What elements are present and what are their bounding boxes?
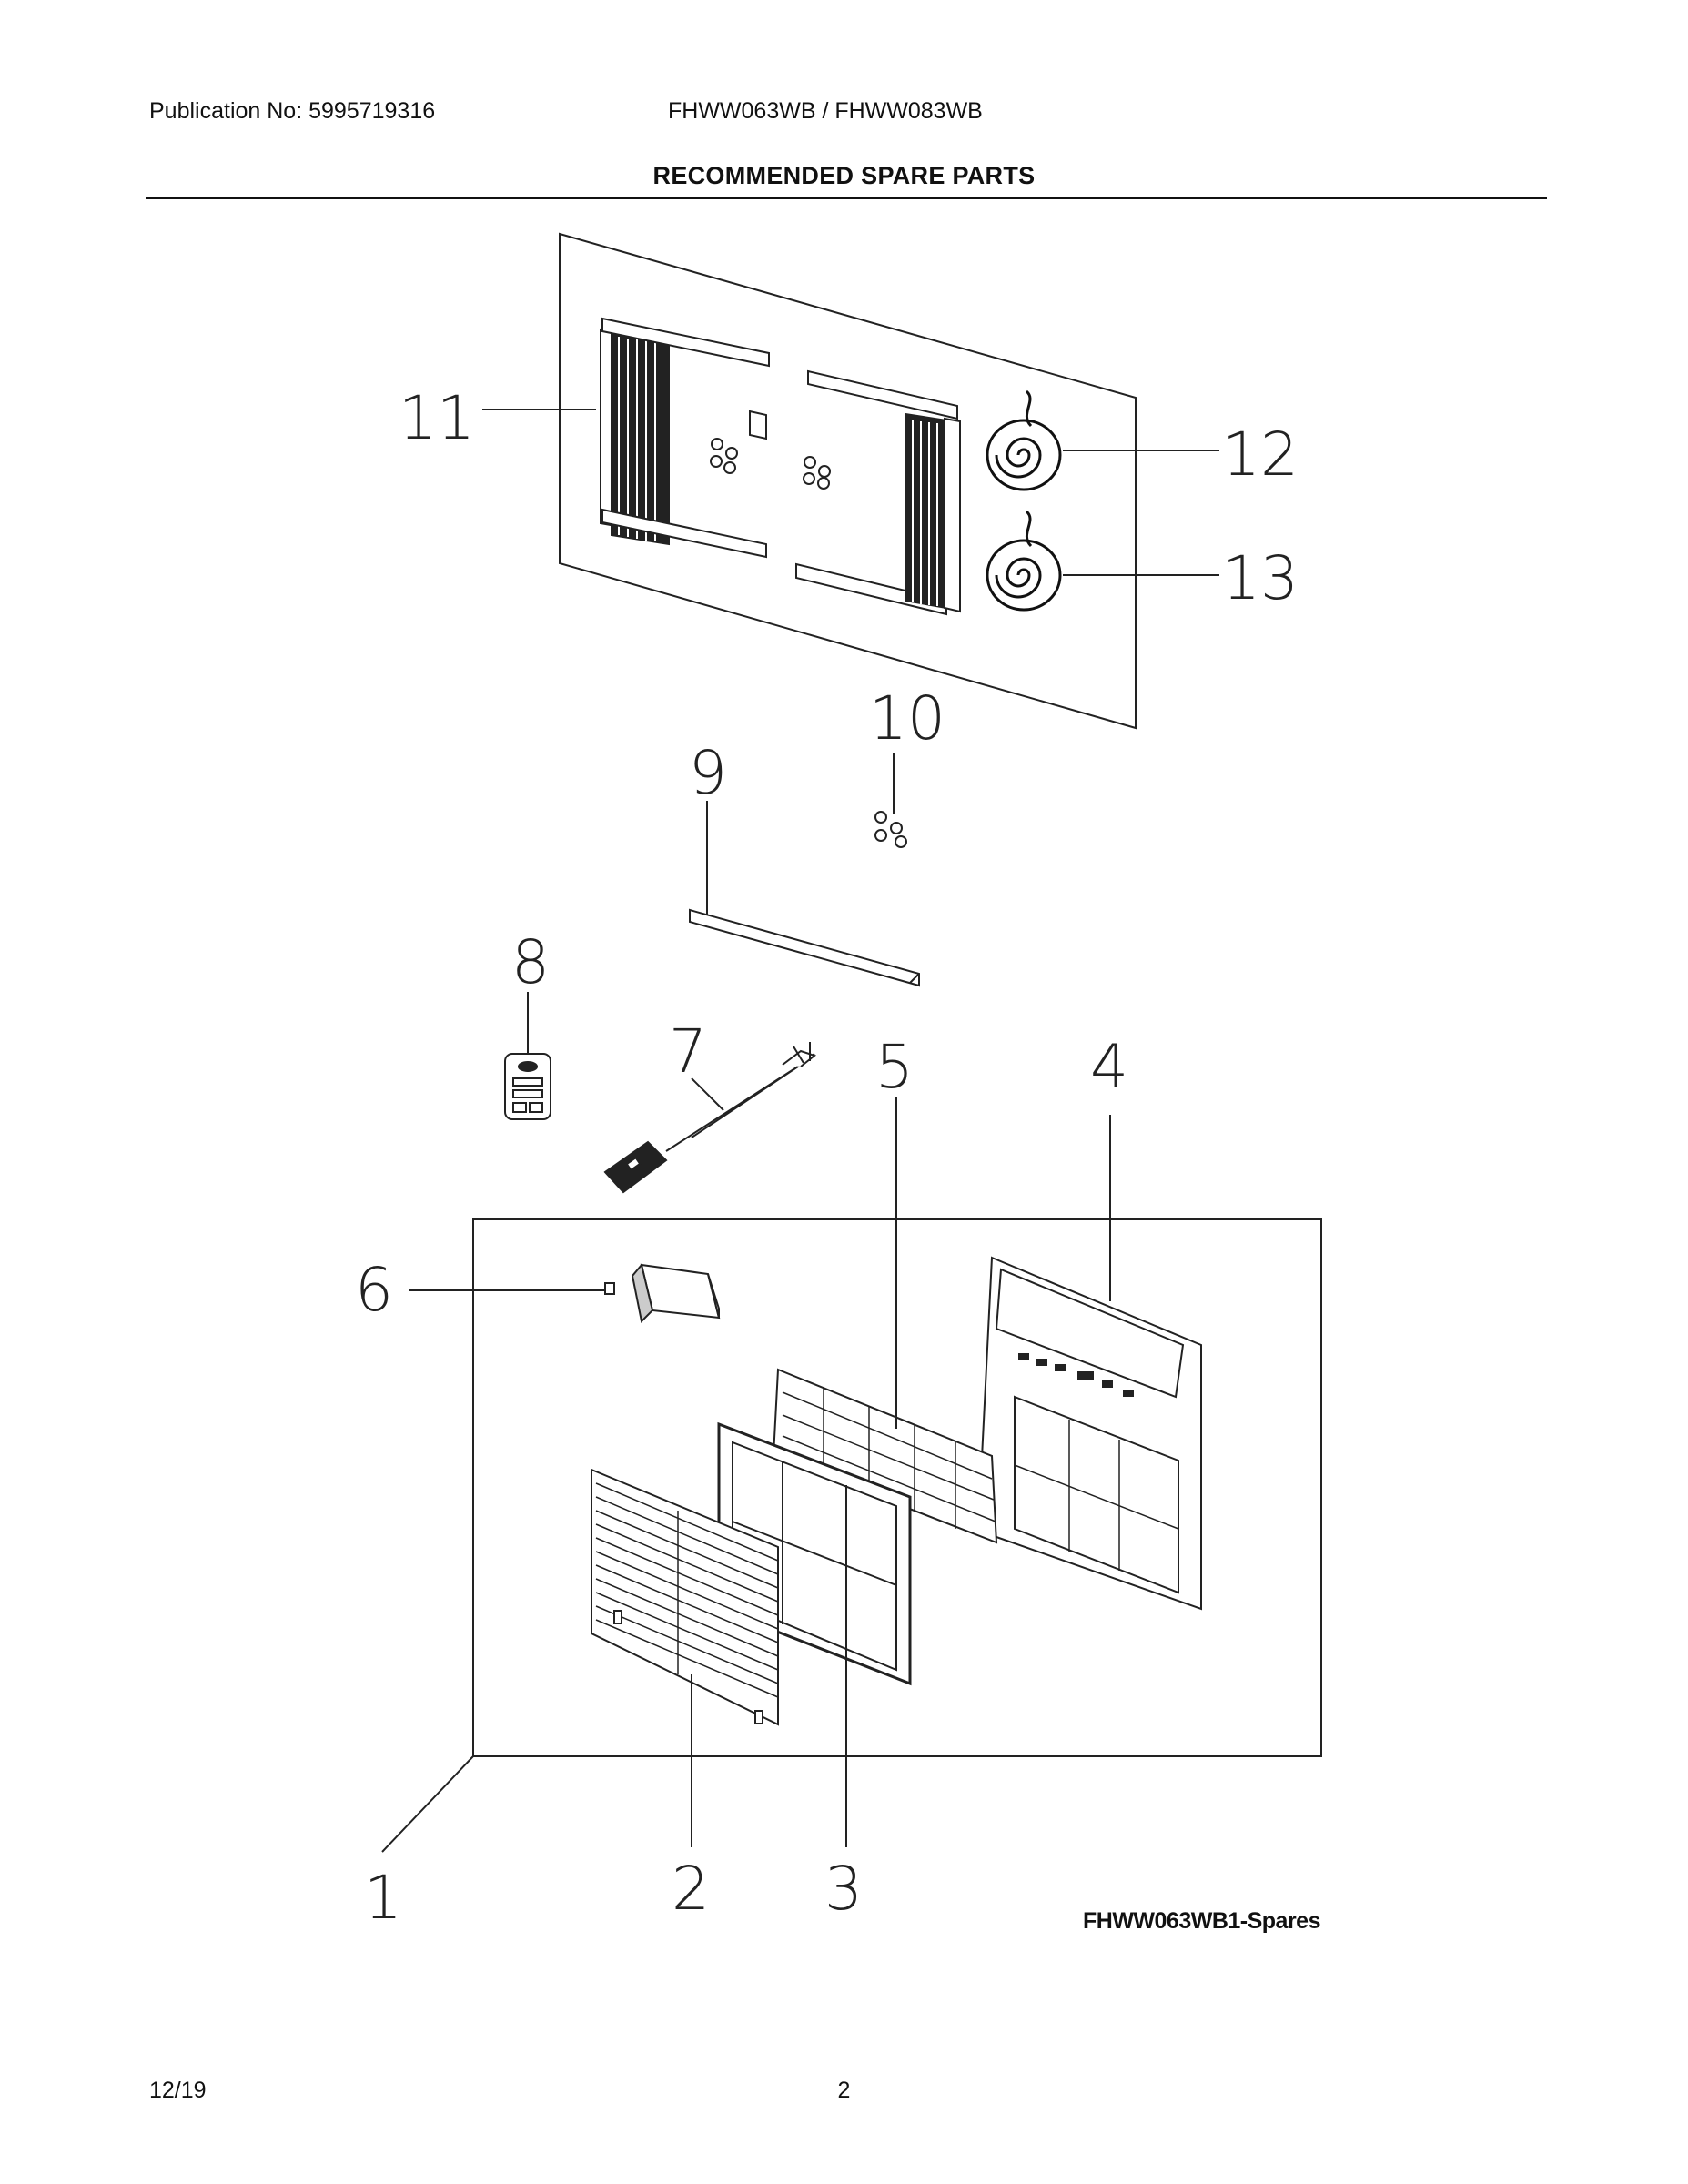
foam-seal-roll-12	[986, 389, 1062, 491]
leader-lines	[381, 409, 1219, 1853]
callout-9: 9	[689, 738, 727, 808]
louver-5	[772, 1368, 998, 1544]
callout-4: 4	[1090, 1032, 1128, 1102]
callout-3: 3	[824, 1854, 863, 1924]
page-title: RECOMMENDED SPARE PARTS	[652, 162, 1036, 189]
foam-seal-roll-13	[986, 510, 1062, 612]
callout-5: 5	[875, 1032, 914, 1102]
page-number: 2	[837, 2078, 851, 2103]
front-grille-2	[591, 1468, 779, 1726]
callout-8: 8	[511, 927, 550, 997]
figure-id: FHWW063WB1-Spares	[1083, 1908, 1321, 1934]
callout-7: 7	[669, 1016, 707, 1087]
front-cover-4	[976, 1256, 1202, 1611]
model-numbers: FHWW063WB / FHWW083WB	[668, 98, 983, 124]
callout-10: 10	[869, 683, 945, 753]
callout-12: 12	[1222, 420, 1299, 490]
callout-2: 2	[672, 1854, 710, 1924]
remote-control-8	[504, 1053, 551, 1120]
top-rail-9	[689, 908, 920, 987]
title-rule	[146, 197, 1547, 199]
screws-10	[874, 811, 907, 848]
callout-1: 1	[364, 1863, 402, 1933]
power-cord-7	[603, 1042, 817, 1194]
control-box-6	[604, 1262, 721, 1324]
window-kit-panel	[559, 232, 1137, 730]
publication-number: Publication No: 5995719316	[149, 98, 436, 124]
callout-6: 6	[355, 1255, 393, 1325]
side-curtain-kit	[600, 317, 961, 616]
callout-13: 13	[1222, 543, 1299, 613]
footer-date: 12/19	[149, 2078, 207, 2103]
callout-11: 11	[399, 383, 475, 453]
